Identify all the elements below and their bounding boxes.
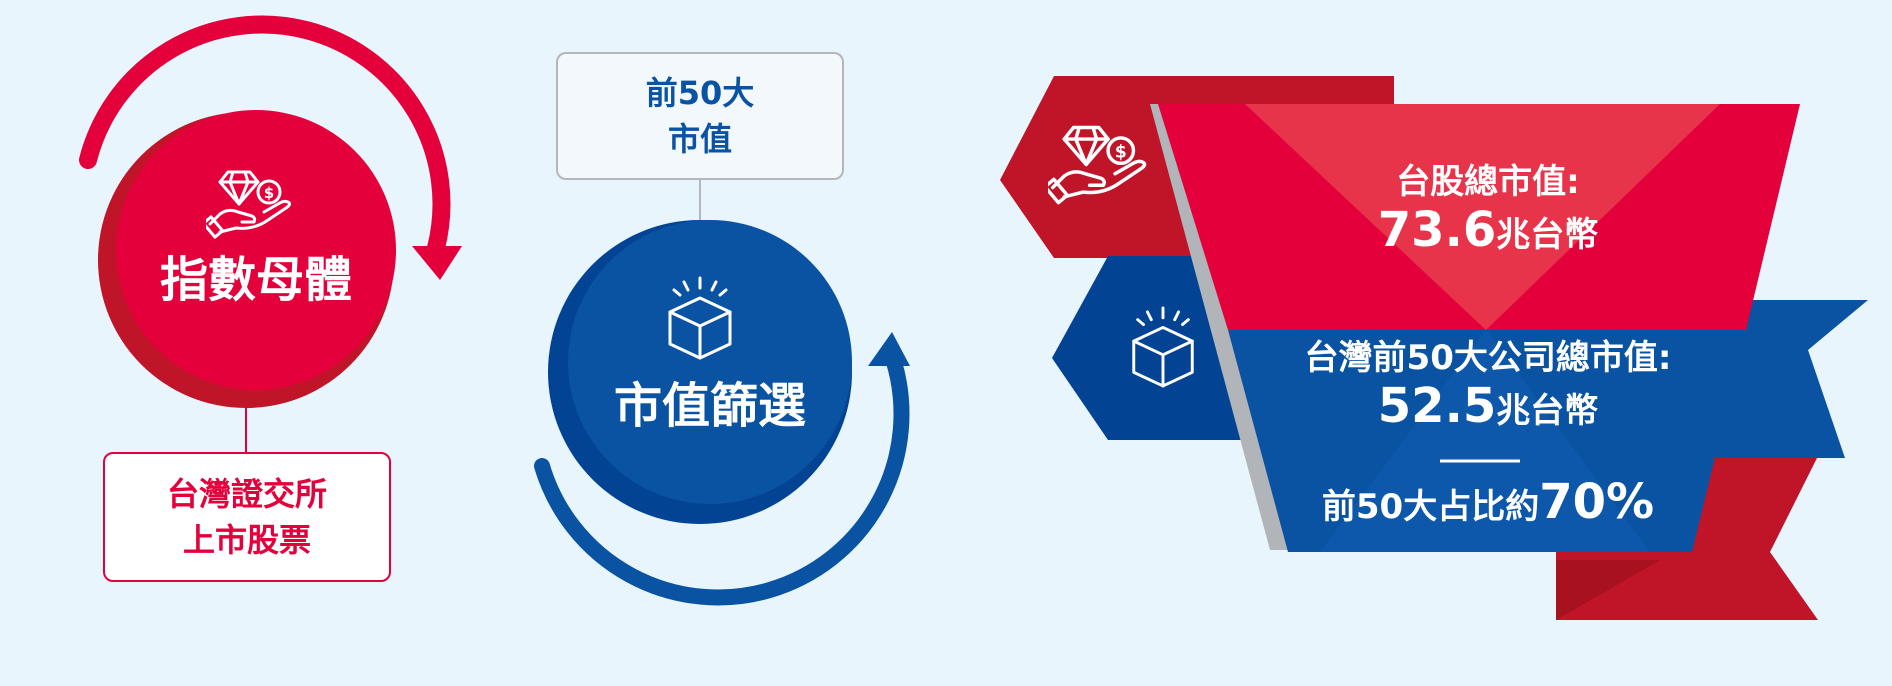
red-circle (116, 110, 396, 390)
step1-circle-title: 指數母體 (159, 252, 352, 308)
funnel-ratio-line: 前50大占比約70% (1260, 474, 1716, 532)
red-ribbon-tail-shade (1556, 560, 1660, 620)
red-cycle-arrowhead (412, 246, 462, 280)
step2-criteria-box: 前50大 市值 (556, 52, 844, 180)
blue-cycle-arrowhead (868, 332, 910, 366)
funnel-ratio-value: 70% (1539, 474, 1655, 530)
funnel-top50-value: 52.5 (1377, 377, 1497, 434)
blue-circle (568, 220, 852, 504)
funnel-total-label: 台股總市值: (1396, 162, 1580, 202)
step2-box-line1: 前50大 (645, 73, 755, 112)
box-icon (668, 276, 732, 360)
funnel-box-icon (1132, 306, 1194, 388)
funnel-total-value: 73.6 (1377, 201, 1497, 258)
step2-circle-title: 市值篩選 (613, 378, 806, 434)
funnel-total-block: 台股總市值: 73.6兆台幣 (1260, 162, 1716, 258)
funnel-total-unit: 兆台幣 (1496, 214, 1599, 255)
funnel-top50-block: 台灣前50大公司總市值: 52.5兆台幣 (1240, 338, 1736, 434)
step1-box-line2: 上市股票 (182, 521, 311, 559)
svg-text:$: $ (1115, 143, 1127, 163)
funnel-top50-label: 台灣前50大公司總市值: (1304, 338, 1672, 378)
funnel-top50-unit: 兆台幣 (1496, 390, 1599, 431)
funnel-red-highlight (1245, 104, 1720, 330)
diamond-hand-coin-icon: $ (206, 170, 292, 239)
funnel-blue-highlight (1320, 330, 1650, 552)
svg-text:$: $ (264, 184, 274, 202)
blue-cycle-arrow-arc (534, 354, 910, 606)
step1-source-box: 台灣證交所 上市股票 (103, 452, 391, 582)
red-cycle-arrow-arc (79, 15, 451, 257)
step1-box-line1: 台灣證交所 (166, 474, 327, 513)
funnel-diamond-hand-coin-icon: $ (1048, 125, 1147, 205)
funnel-ratio-label: 前50大占比約 (1321, 487, 1540, 527)
funnel-total-value-line: 73.6兆台幣 (1260, 201, 1716, 258)
funnel-top50-value-line: 52.5兆台幣 (1240, 377, 1736, 434)
step2-box-line2: 市值 (667, 120, 732, 158)
